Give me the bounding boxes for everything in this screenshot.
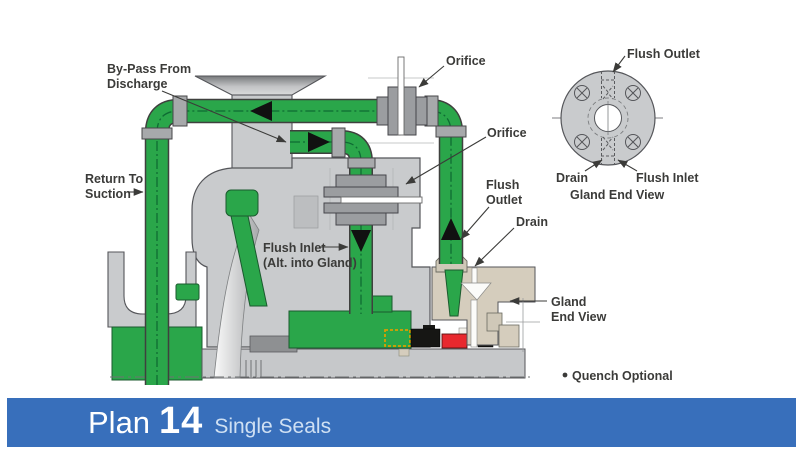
leader-orifice-lower (405, 136, 487, 185)
hatch-lines (245, 360, 262, 377)
gland-bolt-block (498, 324, 520, 348)
label-flush-inlet: Flush Inlet (263, 241, 326, 255)
seal-elastomer (441, 333, 468, 349)
label-detail-drain: Drain (556, 171, 588, 185)
label-gland: Gland (551, 295, 586, 309)
label-flush-inlet-alt: (Alt. into Gland) (263, 256, 357, 270)
flow-arrows (250, 101, 461, 252)
detail-leaders (584, 55, 638, 172)
seal-primary-ring (410, 328, 441, 348)
flow-arrow-right (308, 132, 330, 152)
bore-dashed-circle (587, 97, 629, 139)
label-flush-outlet: Flush (486, 178, 519, 192)
impeller-vane (230, 215, 268, 307)
flange-ring (141, 127, 173, 140)
flow-arrow-up (441, 218, 461, 240)
label-drain: Drain (516, 215, 548, 229)
leader-detail-flush-outlet (612, 55, 626, 73)
label-orifice-lower: Orifice (487, 126, 527, 140)
casing-adapter-notch (293, 195, 319, 229)
flange-ring (172, 95, 188, 127)
plan-subtitle: Single Seals (214, 415, 332, 438)
impeller-hub (225, 189, 259, 217)
gland-assembly (431, 255, 540, 352)
seal-tab (458, 327, 468, 335)
seal-face-step (423, 325, 435, 331)
seal-set-screw (398, 348, 410, 357)
leader-lines (127, 65, 547, 305)
quench-port-fitting (486, 312, 503, 332)
flush-nozzle (444, 269, 464, 317)
drain-channel-top (471, 267, 478, 285)
leader-detail-drain (584, 159, 603, 172)
gland-end-view-detail: Flush Outlet Drain Flush Inlet Gland End… (552, 47, 701, 202)
label-detail-caption: Gland End View (570, 188, 665, 202)
label-bypass-from-discharge: By-Pass From (107, 62, 191, 76)
casing-fluid-pocket (175, 283, 200, 301)
flange-ring (347, 157, 376, 169)
quench-bullet (562, 372, 568, 378)
diagram-labels: By-Pass From Discharge Return To Suction… (85, 54, 673, 383)
label-detail-flush-inlet: Flush Inlet (636, 171, 699, 185)
plan-word: Plan (88, 405, 151, 440)
label-detail-flush-outlet: Flush Outlet (627, 47, 701, 61)
return-to-suction-pipe (144, 98, 464, 385)
label-gland-2: End View (551, 310, 607, 324)
orifice-assembly-lower (323, 168, 423, 230)
leader-bypass (161, 90, 287, 143)
flow-arrow-down (351, 230, 371, 252)
label-quench-optional: Quench Optional (572, 369, 673, 383)
leader-flush-outlet (460, 206, 490, 240)
shaft-base (201, 348, 526, 379)
orifice-plate (397, 56, 405, 136)
drain-channel (470, 299, 478, 348)
leader-drain (474, 227, 515, 267)
plan-number: 14 (159, 400, 204, 442)
label-bypass-from-discharge-2: Discharge (107, 77, 167, 91)
label-return-to-suction-2: Suction (85, 187, 131, 201)
seal-spring-box (384, 329, 411, 347)
gland-bolts (574, 85, 641, 150)
pipe-flange-rings (141, 95, 467, 169)
flush-port-boss (371, 295, 393, 313)
plan-banner: Plan 14 Single Seals (7, 398, 796, 447)
flush-outlet-port (601, 71, 615, 100)
leader-orifice-upper (418, 65, 445, 88)
discharge-flange (194, 75, 328, 96)
flange-ring (331, 127, 346, 158)
drain-funnel (460, 282, 492, 301)
flange-ring (435, 125, 467, 138)
flow-arrow-left (250, 101, 272, 121)
label-flush-outlet-2: Outlet (486, 193, 523, 207)
label-return-to-suction: Return To (85, 172, 143, 186)
orifice-plate (340, 196, 423, 204)
label-orifice-upper: Orifice (446, 54, 486, 68)
orifice-assembly-upper (368, 56, 434, 144)
leader-detail-flush-inlet (617, 159, 638, 172)
